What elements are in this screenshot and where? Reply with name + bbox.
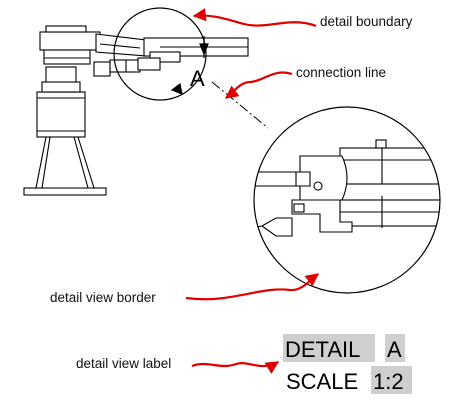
arrow-detail-boundary: [192, 8, 317, 28]
base-foot: [23, 187, 107, 196]
detail-letter: A: [190, 66, 205, 91]
arrow-connection-line: [224, 71, 293, 99]
label-detail-letter: A: [387, 337, 402, 362]
wrist: [93, 61, 111, 77]
upper-arm: [95, 33, 147, 57]
detail-view-border: [253, 106, 441, 294]
callout-arrows: [185, 8, 320, 374]
label-scale-word: SCALE: [286, 369, 358, 394]
callout-detail-view-border: detail view border: [50, 290, 156, 305]
detail-boundary: [113, 7, 209, 101]
detail-lower-tube: [339, 199, 440, 227]
callout-detail-boundary: detail boundary: [320, 14, 413, 29]
detail-upper-tube: [339, 147, 440, 185]
robot-arm-drawing: [23, 25, 249, 196]
detail-bracket: [291, 199, 353, 233]
detail-view-label: DETAIL A SCALE 1:2: [283, 334, 412, 394]
callout-connection-line: connection line: [296, 65, 386, 80]
arrow-detail-view-label: [191, 361, 280, 374]
base-cone: [35, 136, 95, 189]
detail-clevis: [299, 155, 348, 201]
label-detail-word: DETAIL: [285, 337, 360, 362]
callout-detail-view-label: detail view label: [76, 356, 171, 371]
detail-view: [253, 106, 441, 294]
label-scale-value: 1:2: [373, 369, 404, 394]
base-collar: [36, 91, 86, 138]
detail-pin: [313, 181, 323, 191]
connection-line: [211, 81, 269, 129]
detail-tip: [260, 217, 293, 237]
arrow-detail-view-border: [185, 273, 320, 301]
shoulder-block: [39, 31, 101, 51]
